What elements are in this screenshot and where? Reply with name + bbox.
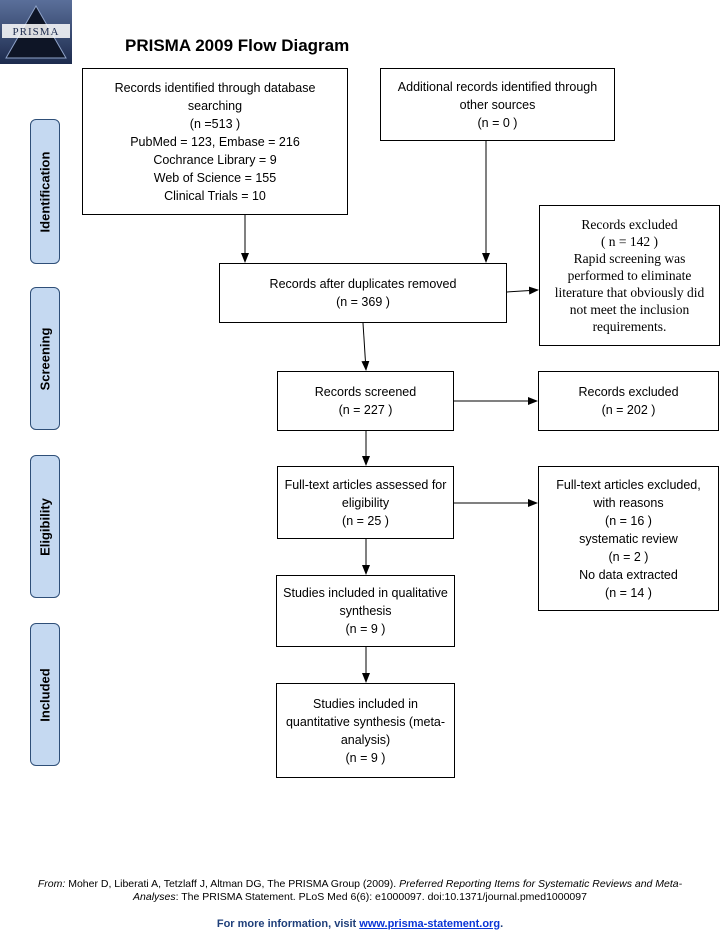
box-text: Records excluded bbox=[578, 385, 679, 399]
box-count: (n = 227 ) bbox=[338, 403, 393, 417]
footer-suffix: . bbox=[500, 918, 504, 930]
box-other-sources: Additional records identified through ot… bbox=[380, 68, 615, 141]
box-text: Web of Science = 155 bbox=[153, 170, 277, 185]
box-text: PubMed = 123, Embase = 216 bbox=[130, 134, 300, 149]
stage-screening: Screening bbox=[30, 287, 60, 430]
box-count: (n =513 ) bbox=[189, 116, 241, 131]
arrow-dedup-to-excluded bbox=[506, 286, 539, 295]
citation-authors: Moher D, Liberati A, Tetzlaff J, Altman … bbox=[65, 878, 400, 890]
box-quantitative-synthesis: Studies included in quantitative synthes… bbox=[276, 683, 455, 778]
box-excluded-rapid: Records excluded ( n = 142 ) Rapid scree… bbox=[539, 205, 720, 346]
box-count: (n = 369 ) bbox=[336, 295, 390, 309]
page-title: PRISMA 2009 Flow Diagram bbox=[125, 36, 350, 55]
box-duplicates-removed: Records after duplicates removed (n = 36… bbox=[219, 263, 507, 323]
footer: For more information, visit www.prisma-s… bbox=[0, 918, 720, 930]
box-text: Records after duplicates removed bbox=[269, 277, 457, 291]
citation-source: : The PRISMA Statement. PLoS Med 6(6): e… bbox=[175, 891, 587, 903]
box-count: ( n = 142 ) bbox=[600, 234, 659, 249]
box-count: (n = 202 ) bbox=[601, 403, 656, 417]
prisma-logo: PRISMA bbox=[0, 0, 72, 64]
stage-included: Included bbox=[30, 623, 60, 766]
box-text: Full-text articles excluded, with reason… bbox=[556, 477, 701, 510]
citation: From: Moher D, Liberati A, Tetzlaff J, A… bbox=[20, 878, 700, 904]
box-text: Studies included in qualitative synthesi… bbox=[283, 586, 448, 618]
prisma-website-link[interactable]: www.prisma-statement.org bbox=[359, 918, 501, 930]
box-fulltext-assessed: Full-text articles assessed for eligibil… bbox=[277, 466, 454, 539]
box-text: Records screened bbox=[314, 385, 417, 399]
box-count: (n = 2 ) bbox=[608, 549, 649, 564]
logo-text: PRISMA bbox=[13, 26, 60, 38]
box-records-screened: Records screened (n = 227 ) bbox=[277, 371, 454, 431]
box-text: Clinical Trials = 10 bbox=[164, 188, 266, 203]
box-text: Cochrance Library = 9 bbox=[153, 152, 277, 167]
stage-identification: Identification bbox=[30, 119, 60, 264]
box-database-search: Records identified through database sear… bbox=[82, 68, 348, 215]
box-text: Studies included in quantitative synthes… bbox=[285, 696, 446, 747]
box-count: (n = 25 ) bbox=[342, 513, 389, 528]
citation-title: Preferred Reporting Items for Systematic… bbox=[133, 878, 683, 903]
box-text: Records excluded bbox=[581, 217, 678, 232]
stage-eligibility: Eligibility bbox=[30, 455, 60, 598]
box-count: (n = 16 ) bbox=[605, 513, 652, 528]
footer-prefix: For more information, visit bbox=[216, 918, 360, 930]
arrow-dedup-to-screened bbox=[361, 322, 370, 371]
box-text: Full-text articles assessed for eligibil… bbox=[284, 477, 447, 510]
box-excluded-screen: Records excluded (n = 202 ) bbox=[538, 371, 719, 431]
box-fulltext-excluded: Full-text articles excluded, with reason… bbox=[538, 466, 719, 611]
box-count: (n = 14 ) bbox=[605, 585, 652, 600]
box-qualitative-synthesis: Studies included in qualitative synthesi… bbox=[276, 575, 455, 647]
box-count: (n = 0 ) bbox=[477, 115, 518, 130]
citation-from: From: bbox=[37, 878, 66, 890]
box-count: (n = 9 ) bbox=[345, 750, 386, 765]
box-text: No data extracted bbox=[579, 567, 678, 582]
box-text: Records identified through database sear… bbox=[114, 80, 316, 113]
box-count: (n = 9 ) bbox=[345, 622, 386, 636]
box-text: systematic review bbox=[579, 531, 678, 546]
box-text: Additional records identified through ot… bbox=[397, 79, 598, 112]
box-text: Rapid screening was performed to elimina… bbox=[554, 251, 705, 334]
